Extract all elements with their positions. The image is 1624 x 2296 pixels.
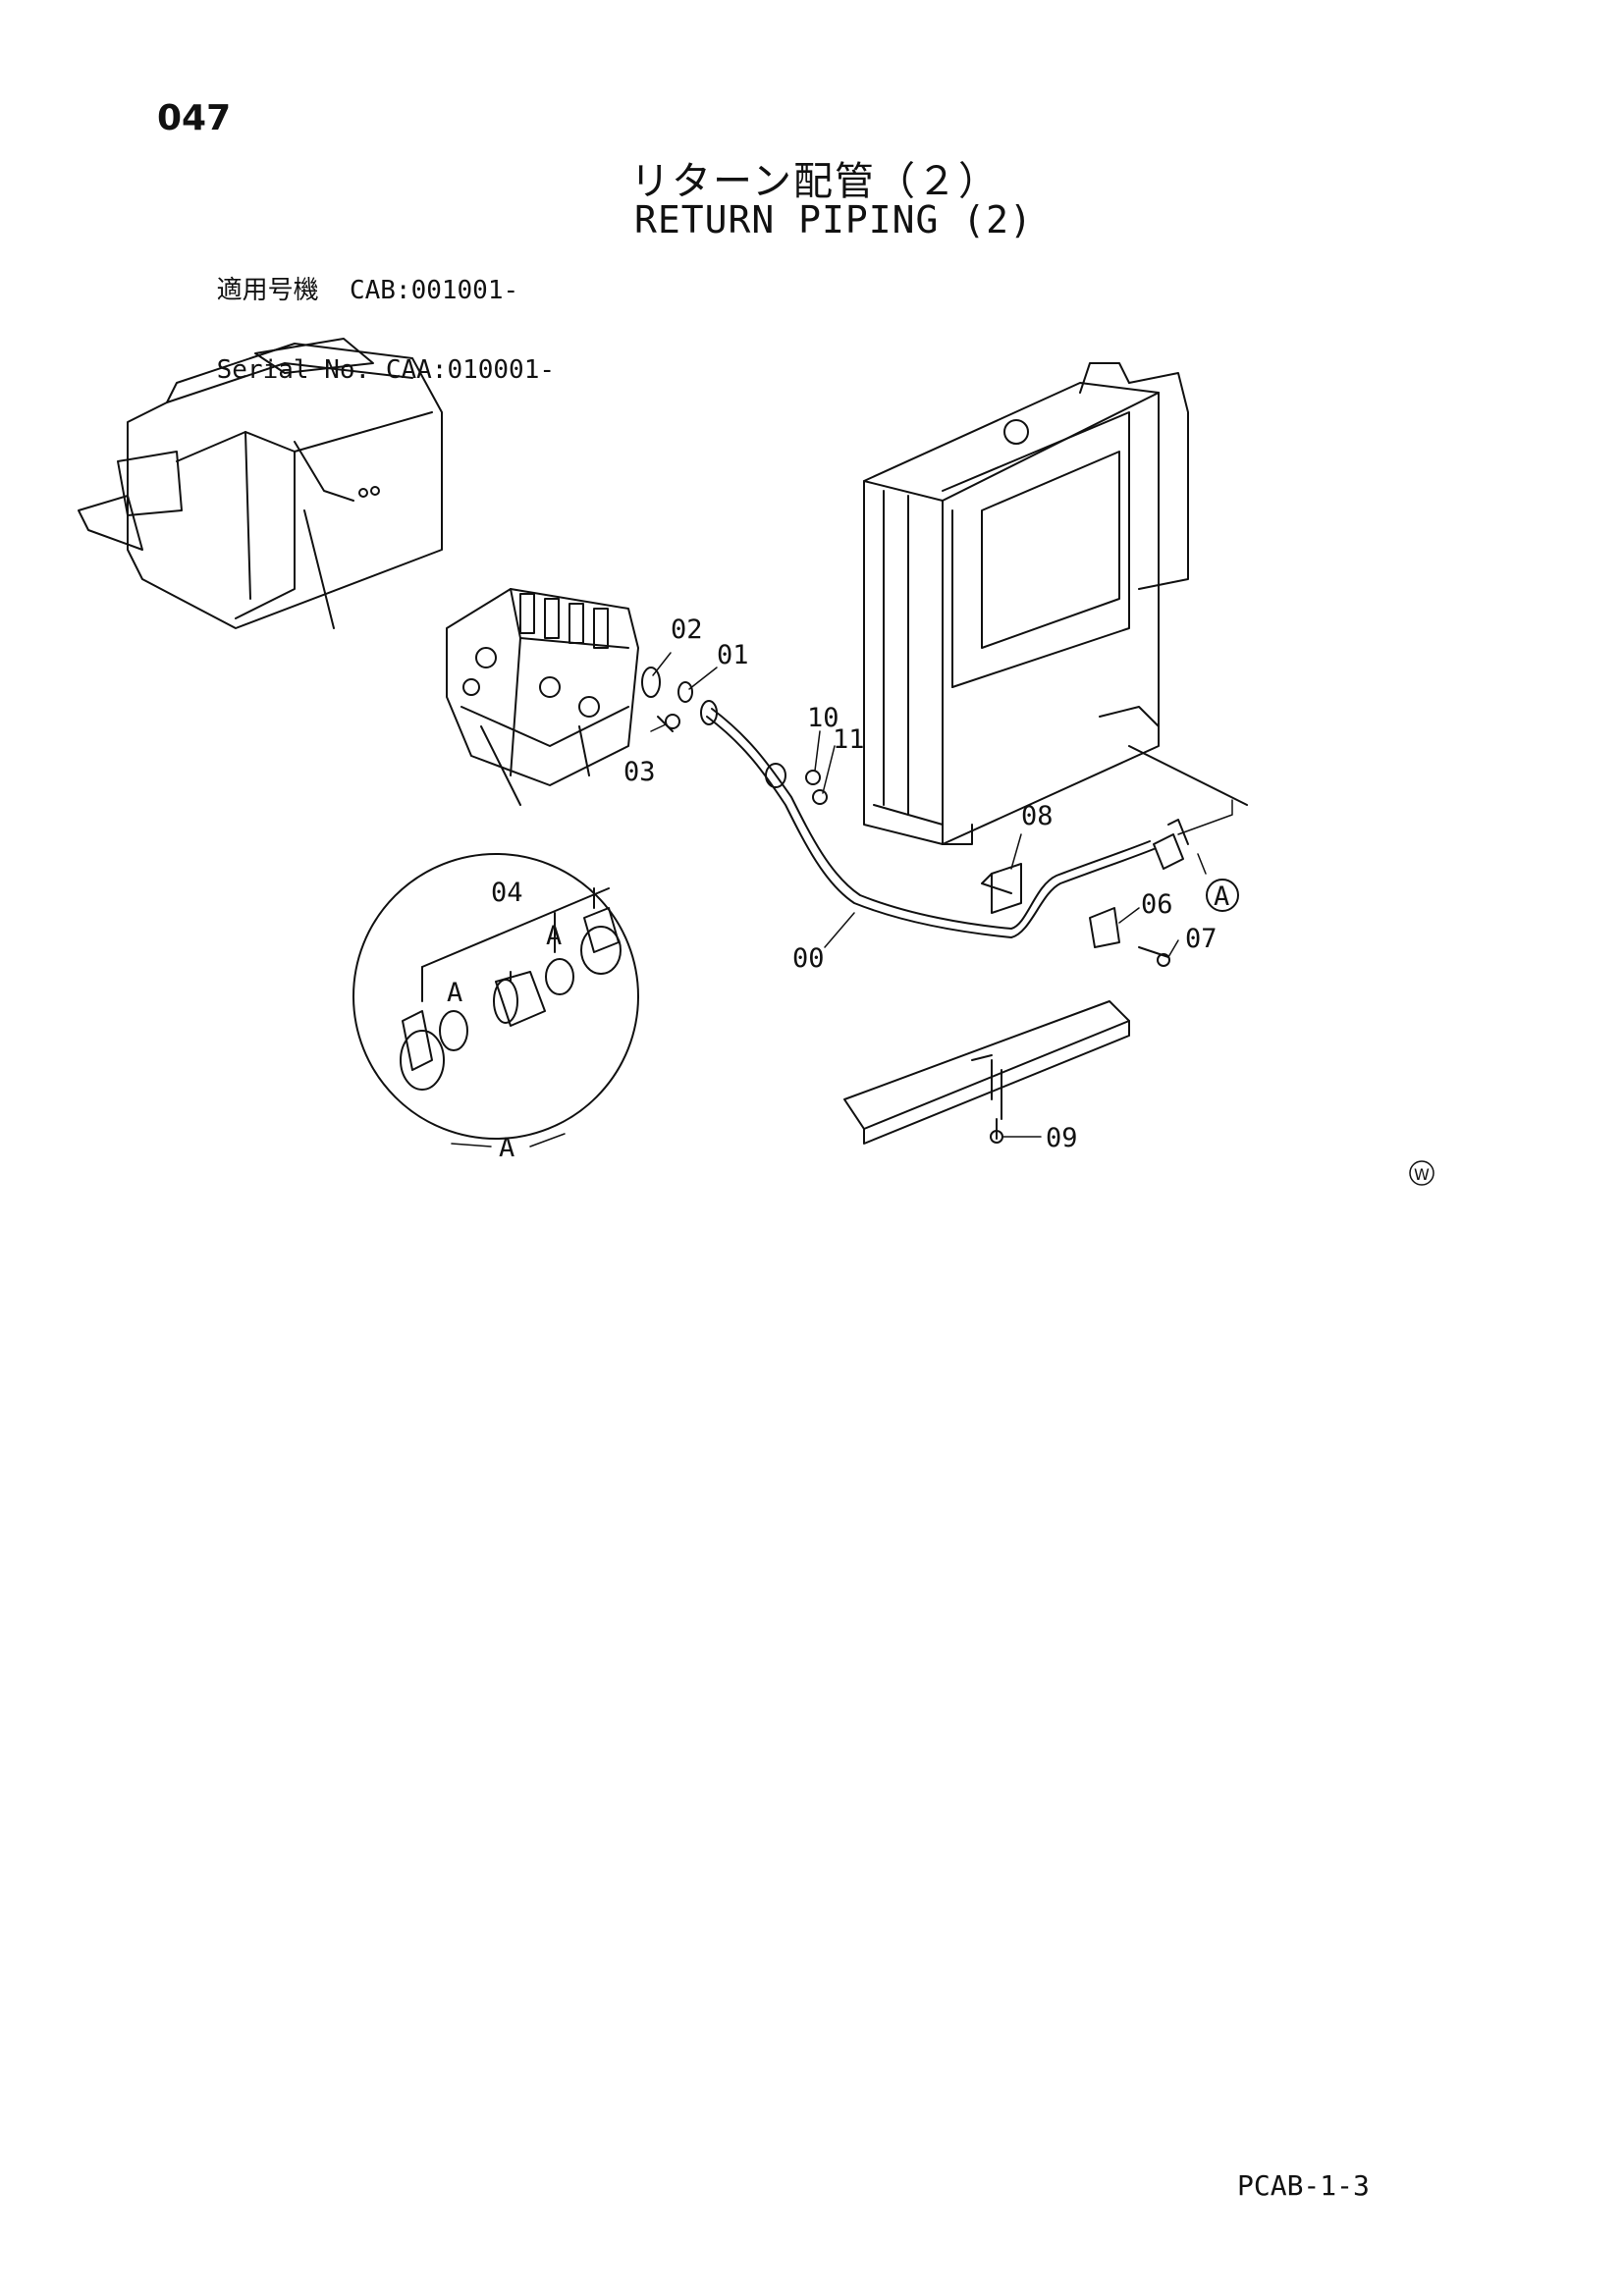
- callout-02: 02: [671, 614, 703, 645]
- callout-09: 09: [1046, 1123, 1078, 1153]
- page-title-english: RETURN PIPING (2): [634, 198, 1033, 241]
- detail-reference-circle: [1206, 879, 1239, 912]
- serial-row-1-label: 適用号機: [216, 276, 319, 305]
- small-parts: [641, 667, 828, 805]
- detail-sub-label-left: A: [447, 978, 462, 1008]
- serial-applicability: 適用号機 CAB:001001- Serial No. CAA:010001-: [155, 251, 555, 410]
- footer-page-code: PCAB-1-3: [1237, 2169, 1370, 2202]
- detail-a-label: A: [499, 1133, 514, 1163]
- page-title-japanese: リターン配管（２）: [630, 159, 1000, 204]
- w-mark-circle: [1409, 1160, 1435, 1186]
- detail-reference-label: A: [1214, 881, 1229, 912]
- detail-sub-label-right: A: [546, 921, 562, 951]
- callout-00: 00: [792, 943, 825, 974]
- leader-lines: [650, 652, 1233, 1138]
- excavator-cab-overview: [78, 338, 443, 629]
- callout-04: 04: [491, 878, 523, 908]
- page-number: 047: [157, 98, 232, 138]
- parts-diagram: 02 01 03 10 11 00 08 06 07 09 04 A A A A…: [78, 338, 1435, 1186]
- serial-row-1-value: CAB:001001-: [349, 276, 519, 305]
- control-valve: [446, 588, 639, 806]
- callout-10: 10: [807, 703, 839, 733]
- w-mark-label: W: [1414, 1165, 1430, 1184]
- detail-a-circle: [352, 853, 639, 1140]
- return-pipe: [700, 700, 1189, 938]
- serial-row-1: 適用号機 CAB:001001-: [155, 251, 555, 331]
- callout-08: 08: [1021, 801, 1054, 831]
- radiator-assembly: [863, 362, 1248, 845]
- callout-03: 03: [623, 757, 656, 787]
- callout-11: 11: [833, 724, 865, 755]
- callout-06: 06: [1141, 889, 1173, 920]
- callout-01: 01: [717, 640, 749, 670]
- callout-07: 07: [1185, 924, 1218, 954]
- bracket-parts: [843, 863, 1170, 1145]
